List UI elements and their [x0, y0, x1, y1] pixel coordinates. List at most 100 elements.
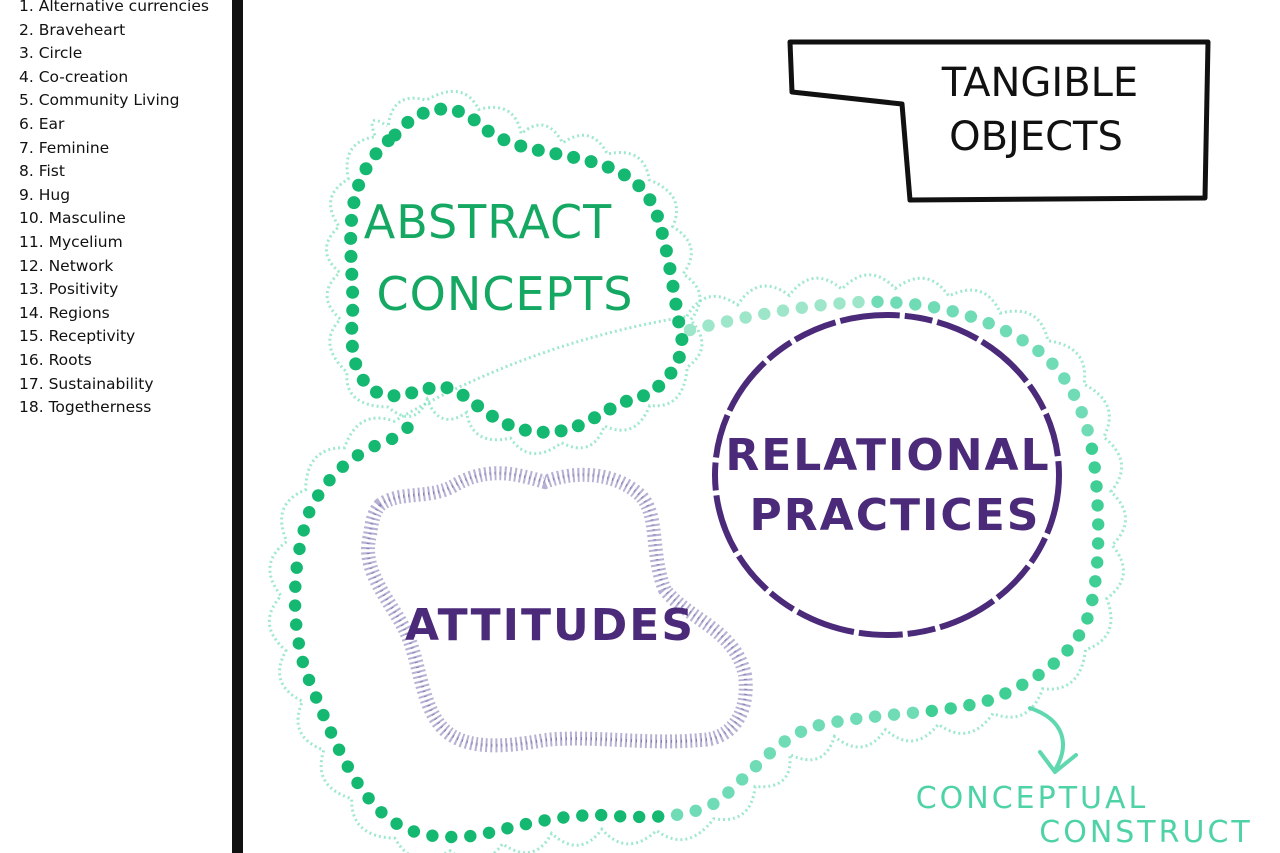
- dot-mark: [722, 786, 735, 799]
- dot-mark: [1081, 424, 1094, 437]
- dot-mark: [778, 735, 791, 748]
- dot-mark: [890, 296, 903, 309]
- dot-mark: [405, 386, 419, 400]
- dot-mark: [852, 295, 865, 309]
- dot-mark: [871, 295, 884, 308]
- dot-mark: [1072, 629, 1086, 642]
- dot-mark: [1016, 334, 1029, 347]
- dot-mark: [584, 155, 598, 169]
- dot-mark: [356, 373, 370, 387]
- dot-mark: [666, 279, 680, 293]
- attitudes-blob: ATTITUDES: [361, 466, 753, 753]
- dot-mark: [324, 726, 338, 739]
- dot-mark: [1086, 593, 1099, 607]
- dot-mark: [999, 324, 1013, 338]
- dot-mark: [571, 419, 585, 433]
- dot-mark: [481, 124, 495, 138]
- tangible-objects-label-line2: OBJECTS: [949, 114, 1123, 160]
- dot-mark: [369, 147, 383, 161]
- dot-mark: [614, 810, 627, 823]
- dot-mark: [909, 298, 922, 311]
- list-item: 2. Braveheart: [19, 20, 126, 39]
- relational-practices-label-line2: PRACTICES: [750, 490, 1041, 541]
- numbered-list: 1. Alternative currencies 2. Braveheart …: [19, 0, 209, 420]
- dot-mark: [485, 409, 499, 423]
- dot-mark: [292, 637, 305, 650]
- dot-mark: [518, 423, 532, 437]
- dot-mark: [670, 808, 684, 821]
- dot-mark: [345, 321, 359, 335]
- dot-mark: [763, 747, 776, 760]
- dot-mark: [445, 830, 458, 844]
- dot-mark: [603, 402, 617, 416]
- dot-mark: [344, 249, 358, 263]
- dot-mark: [317, 708, 330, 722]
- dot-mark: [672, 315, 686, 329]
- dot-mark: [451, 104, 465, 118]
- dot-mark: [501, 418, 515, 432]
- dot-mark: [669, 297, 683, 311]
- dot-mark: [497, 133, 511, 147]
- dot-mark: [359, 162, 373, 176]
- list-item: 7. Feminine: [19, 138, 110, 157]
- dot-mark: [385, 432, 399, 446]
- dot-mark: [652, 810, 665, 823]
- list-item: 12. Network: [19, 256, 114, 275]
- list-item: 3. Circle: [19, 44, 83, 63]
- dot-mark: [288, 599, 302, 612]
- list-item: 11. Mycelium: [19, 232, 123, 251]
- dot-mark: [707, 797, 720, 811]
- dot-mark: [643, 193, 657, 207]
- dot-mark: [303, 506, 316, 519]
- dot-mark: [401, 115, 415, 129]
- dot-mark: [347, 196, 361, 210]
- dot-mark: [595, 808, 608, 822]
- list-item: 8. Fist: [19, 162, 65, 181]
- list-item: 15. Receptivity: [19, 327, 136, 346]
- dot-mark: [758, 307, 771, 321]
- dot-mark: [381, 134, 395, 148]
- dot-mark: [652, 379, 666, 393]
- dot-mark: [416, 106, 430, 120]
- dot-mark: [345, 339, 359, 353]
- tangible-objects-box: TANGIBLE OBJECTS: [787, 39, 1211, 203]
- list-item: 13. Positivity: [19, 280, 119, 299]
- dot-mark: [617, 168, 631, 182]
- dot-mark: [1089, 575, 1102, 588]
- dot-mark: [290, 561, 303, 574]
- dot-mark: [588, 411, 601, 425]
- dot-mark: [868, 710, 882, 723]
- dot-mark: [387, 389, 401, 403]
- dot-mark: [812, 719, 825, 732]
- dot-mark: [831, 715, 844, 728]
- list-item: 6. Ear: [19, 114, 65, 133]
- dot-mark: [482, 826, 496, 839]
- dot-mark: [346, 285, 360, 299]
- dot-mark: [1032, 668, 1045, 682]
- dot-mark: [906, 706, 920, 719]
- dot-mark: [501, 822, 514, 835]
- dot-mark: [368, 439, 381, 453]
- dot-mark: [336, 460, 349, 473]
- dot-mark: [440, 381, 454, 395]
- dot-mark: [1081, 612, 1094, 625]
- dot-mark: [557, 811, 570, 824]
- tangible-objects-label-line1: TANGIBLE: [941, 60, 1138, 106]
- dot-mark: [675, 333, 689, 346]
- dot-mark: [1090, 480, 1103, 493]
- dot-mark: [296, 655, 309, 669]
- dot-mark: [650, 209, 664, 223]
- list-item: 4. Co-creation: [19, 67, 129, 86]
- dot-mark: [659, 244, 673, 258]
- dot-mark: [434, 102, 448, 116]
- dot-mark: [567, 150, 581, 164]
- dot-mark: [549, 147, 563, 161]
- dot-mark: [1075, 406, 1088, 419]
- dot-mark: [289, 580, 302, 593]
- dot-mark: [689, 804, 702, 817]
- dot-mark: [749, 760, 763, 773]
- dot-mark: [1058, 372, 1071, 385]
- curved-arrow-icon: [1028, 706, 1078, 774]
- dot-mark: [720, 315, 734, 328]
